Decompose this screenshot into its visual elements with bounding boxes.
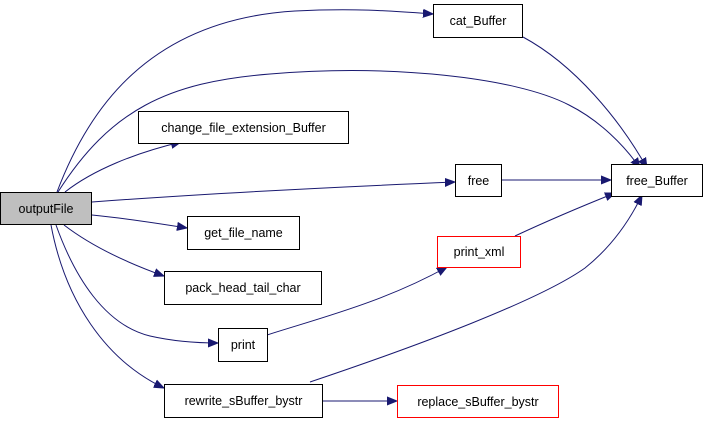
edge-rewrite_sBuffer_bystr-free_Buffer (309, 195, 642, 383)
edge-outputFile-rewrite_sBuffer_bystr (50, 224, 164, 388)
edge-outputFile-get_file_name (91, 214, 187, 228)
node-free_Buffer[interactable]: free_Buffer (611, 164, 703, 197)
node-pack_head_tail_char[interactable]: pack_head_tail_char (164, 271, 322, 305)
node-cat_Buffer[interactable]: cat_Buffer (433, 4, 523, 38)
node-get_file_name[interactable]: get_file_name (187, 216, 300, 250)
node-label-outputFile: outputFile (19, 202, 74, 216)
edges (50, 10, 647, 401)
edge-outputFile-free_Buffer (57, 70, 640, 193)
edge-cat_Buffer-free_Buffer (522, 36, 647, 168)
node-label-get_file_name: get_file_name (204, 226, 283, 240)
node-free[interactable]: free (455, 164, 502, 197)
edge-outputFile-cat_Buffer (56, 10, 433, 193)
node-replace_sBuffer_bystr[interactable]: replace_sBuffer_bystr (397, 385, 559, 418)
node-label-print: print (231, 338, 256, 352)
node-label-print_xml: print_xml (454, 245, 505, 259)
node-label-replace_sBuffer_bystr: replace_sBuffer_bystr (417, 395, 538, 409)
node-label-free: free (468, 174, 490, 188)
edge-print_xml-free_Buffer (514, 193, 615, 237)
node-label-free_Buffer: free_Buffer (626, 174, 688, 188)
node-label-cat_Buffer: cat_Buffer (450, 14, 507, 28)
node-label-pack_head_tail_char: pack_head_tail_char (185, 281, 300, 295)
node-outputFile[interactable]: outputFile (0, 192, 92, 225)
edge-print-print_xml (266, 267, 447, 336)
nodes: outputFile cat_Buffer change_file_extens… (0, 4, 703, 418)
node-print_xml[interactable]: print_xml (437, 236, 521, 268)
edge-outputFile-pack_head_tail_char (63, 224, 164, 276)
node-rewrite_sBuffer_bystr[interactable]: rewrite_sBuffer_bystr (164, 384, 323, 418)
edge-outputFile-change_file_extension_Buffer (64, 142, 181, 193)
edge-outputFile-free (91, 182, 455, 203)
node-print[interactable]: print (218, 328, 268, 362)
node-change_file_extension_Buffer[interactable]: change_file_extension_Buffer (138, 111, 349, 144)
node-label-rewrite_sBuffer_bystr: rewrite_sBuffer_bystr (185, 394, 303, 408)
node-label-change_file_extension_Buffer: change_file_extension_Buffer (161, 121, 325, 135)
edge-outputFile-print (55, 224, 218, 343)
